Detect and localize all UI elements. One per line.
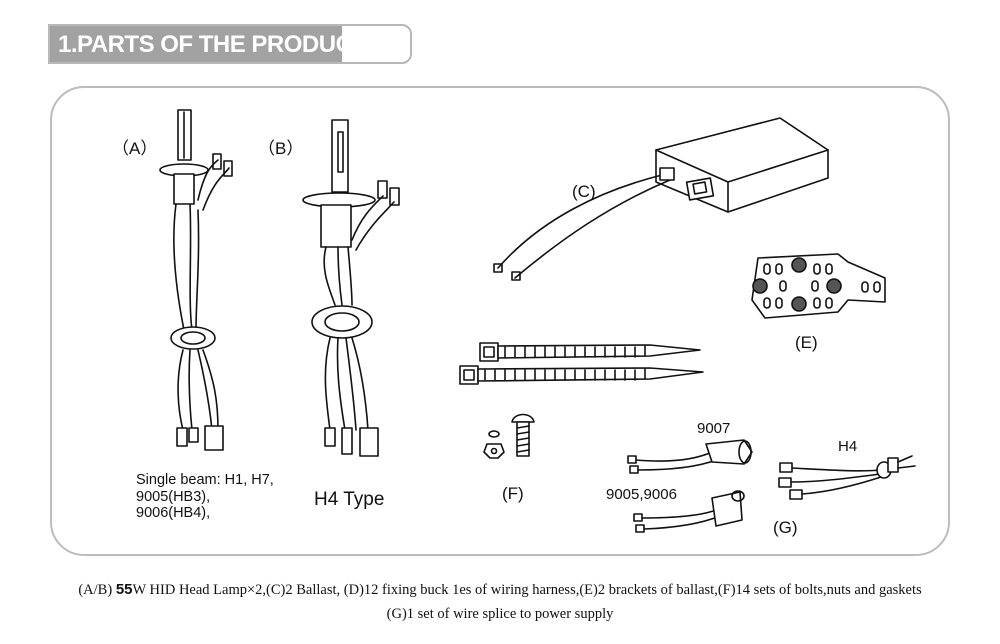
label-g: (G) bbox=[773, 518, 798, 537]
section-header-fill bbox=[50, 26, 342, 62]
label-f: (F) bbox=[502, 484, 524, 503]
caption-line-1-text: W HID Head Lamp×2,(C)2 Ballast, (D)12 fi… bbox=[132, 582, 922, 598]
bulb-b-illustration bbox=[302, 119, 400, 457]
single-beam-line-1: Single beam: H1, H7, bbox=[136, 472, 274, 488]
label-c: (C) bbox=[572, 182, 596, 201]
section-title: 1.PARTS OF THE PRODUCT bbox=[58, 31, 367, 58]
label-9005-9006: 9005,9006 bbox=[606, 486, 677, 503]
splice-h4-illustration bbox=[778, 455, 916, 500]
cable-ties-illustration bbox=[459, 342, 704, 385]
section-header: 1.PARTS OF THE PRODUCT bbox=[48, 24, 412, 64]
caption-line-1: (A/B) 55W HID Head Lamp×2,(C)2 Ballast, … bbox=[0, 581, 1000, 599]
bracket-illustration bbox=[751, 253, 886, 319]
h4-type-label: H4 Type bbox=[314, 489, 385, 510]
single-beam-description: Single beam: H1, H7, 9005(HB3), 9006(HB4… bbox=[136, 472, 274, 522]
caption-prefix: (A/B) bbox=[78, 582, 116, 598]
label-h4: H4 bbox=[838, 438, 858, 455]
label-b: （B） bbox=[258, 139, 304, 158]
single-beam-line-2: 9005(HB3), bbox=[136, 488, 211, 505]
ballast-illustration bbox=[493, 117, 829, 281]
label-e: (E) bbox=[795, 333, 818, 352]
single-beam-line-3: 9006(HB4), bbox=[136, 505, 211, 521]
bolts-illustration bbox=[483, 413, 535, 459]
splice-9005-illustration bbox=[633, 490, 745, 533]
bulb-a-illustration bbox=[159, 109, 233, 451]
caption-line-2: (G)1 set of wire splice to power supply bbox=[386, 606, 614, 622]
caption-wattage: 55 bbox=[115, 581, 133, 598]
splice-9007-illustration bbox=[627, 439, 753, 474]
label-9007: 9007 bbox=[697, 420, 731, 437]
label-a: （A） bbox=[112, 139, 158, 158]
